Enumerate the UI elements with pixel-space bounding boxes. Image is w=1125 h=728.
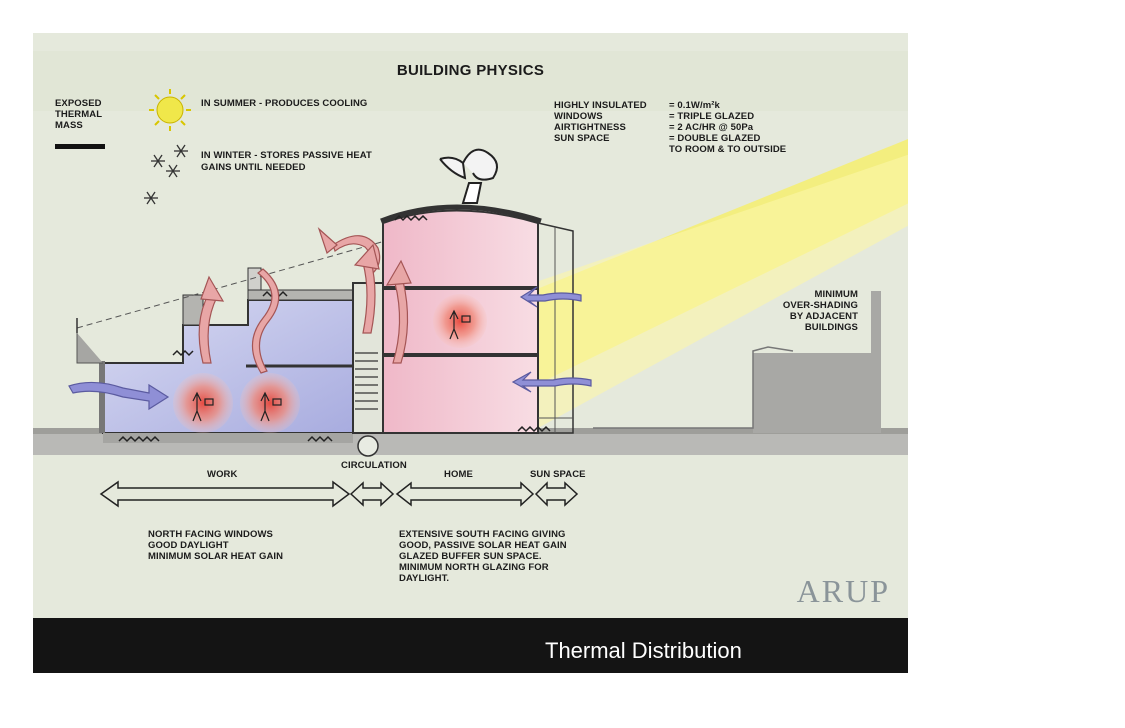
work-left-wall [99, 361, 105, 433]
slide-caption: Thermal Distribution [545, 638, 742, 663]
mass-squiggle-work-right [307, 435, 333, 443]
slide: BUILDING PHYSICS EXPOSED THERMAL MASS IN… [33, 33, 908, 673]
spec-label-insulation: HIGHLY INSULATED [554, 100, 647, 111]
home-note: EXTENSIVE SOUTH FACING GIVING GOOD, PASS… [399, 529, 567, 584]
work-clerestory [247, 267, 262, 291]
spec-label-airtightness: AIRTIGHTNESS [554, 122, 626, 133]
work-foundation [103, 433, 353, 443]
arup-logo: ARUP [796, 573, 890, 609]
warm-airflow-arrows [198, 227, 412, 374]
spec-value-airtightness: = 2 AC/HR @ 50Pa [669, 122, 754, 133]
winter-label: IN WINTER - STORES PASSIVE HEAT GAINS UN… [201, 150, 372, 173]
building-section-diagram [33, 51, 908, 508]
spec-value-windows: = TRIPLE GLAZED [669, 111, 755, 122]
diagram-title: BUILDING PHYSICS [396, 62, 545, 79]
zone-label-circulation: CIRCULATION [341, 460, 407, 471]
summer-label: IN SUMMER - PRODUCES COOLING [201, 98, 368, 109]
adjacent-building [753, 291, 881, 433]
occupant-figures [192, 309, 471, 422]
spec-value-sunspace: = DOUBLE GLAZED TO ROOM & TO OUTSIDE [669, 133, 787, 155]
mass-squiggle-home [517, 425, 551, 433]
thermal-mass-key [55, 144, 105, 149]
sun-icon [149, 89, 191, 131]
snowflake-icon [144, 144, 188, 205]
stairs [355, 352, 378, 410]
thermal-mass-label: EXPOSED THERMAL MASS [55, 98, 103, 131]
sun-beam-inner [533, 154, 908, 428]
zone-label-sunspace: SUN SPACE [530, 469, 586, 480]
overshading-note: MINIMUM OVER-SHADING BY ADJACENT BUILDIN… [782, 289, 858, 333]
spec-label-windows: WINDOWS [554, 111, 603, 122]
spec-value-insulation: = 0.1W/m²k [669, 100, 720, 111]
zone-label-home: HOME [444, 469, 473, 480]
caption-bar: Thermal Distribution [33, 618, 908, 673]
mass-squiggle-home-roof [394, 214, 428, 222]
landscape-left [76, 333, 103, 364]
zone-arrows [99, 480, 579, 508]
home-roof [380, 204, 542, 224]
zone-label-work: WORK [207, 469, 238, 480]
work-note: NORTH FACING WINDOWS GOOD DAYLIGHT MINIM… [148, 529, 284, 562]
mass-squiggle-work-mid [172, 349, 194, 357]
cool-airflow-arrows [68, 286, 592, 411]
landscape-right [593, 346, 794, 429]
spec-label-sunspace: SUN SPACE [554, 133, 610, 144]
mass-squiggle-work [118, 435, 160, 443]
roof-ventilator [439, 148, 498, 204]
circulation-well [357, 435, 379, 457]
heat-glows [173, 294, 487, 433]
